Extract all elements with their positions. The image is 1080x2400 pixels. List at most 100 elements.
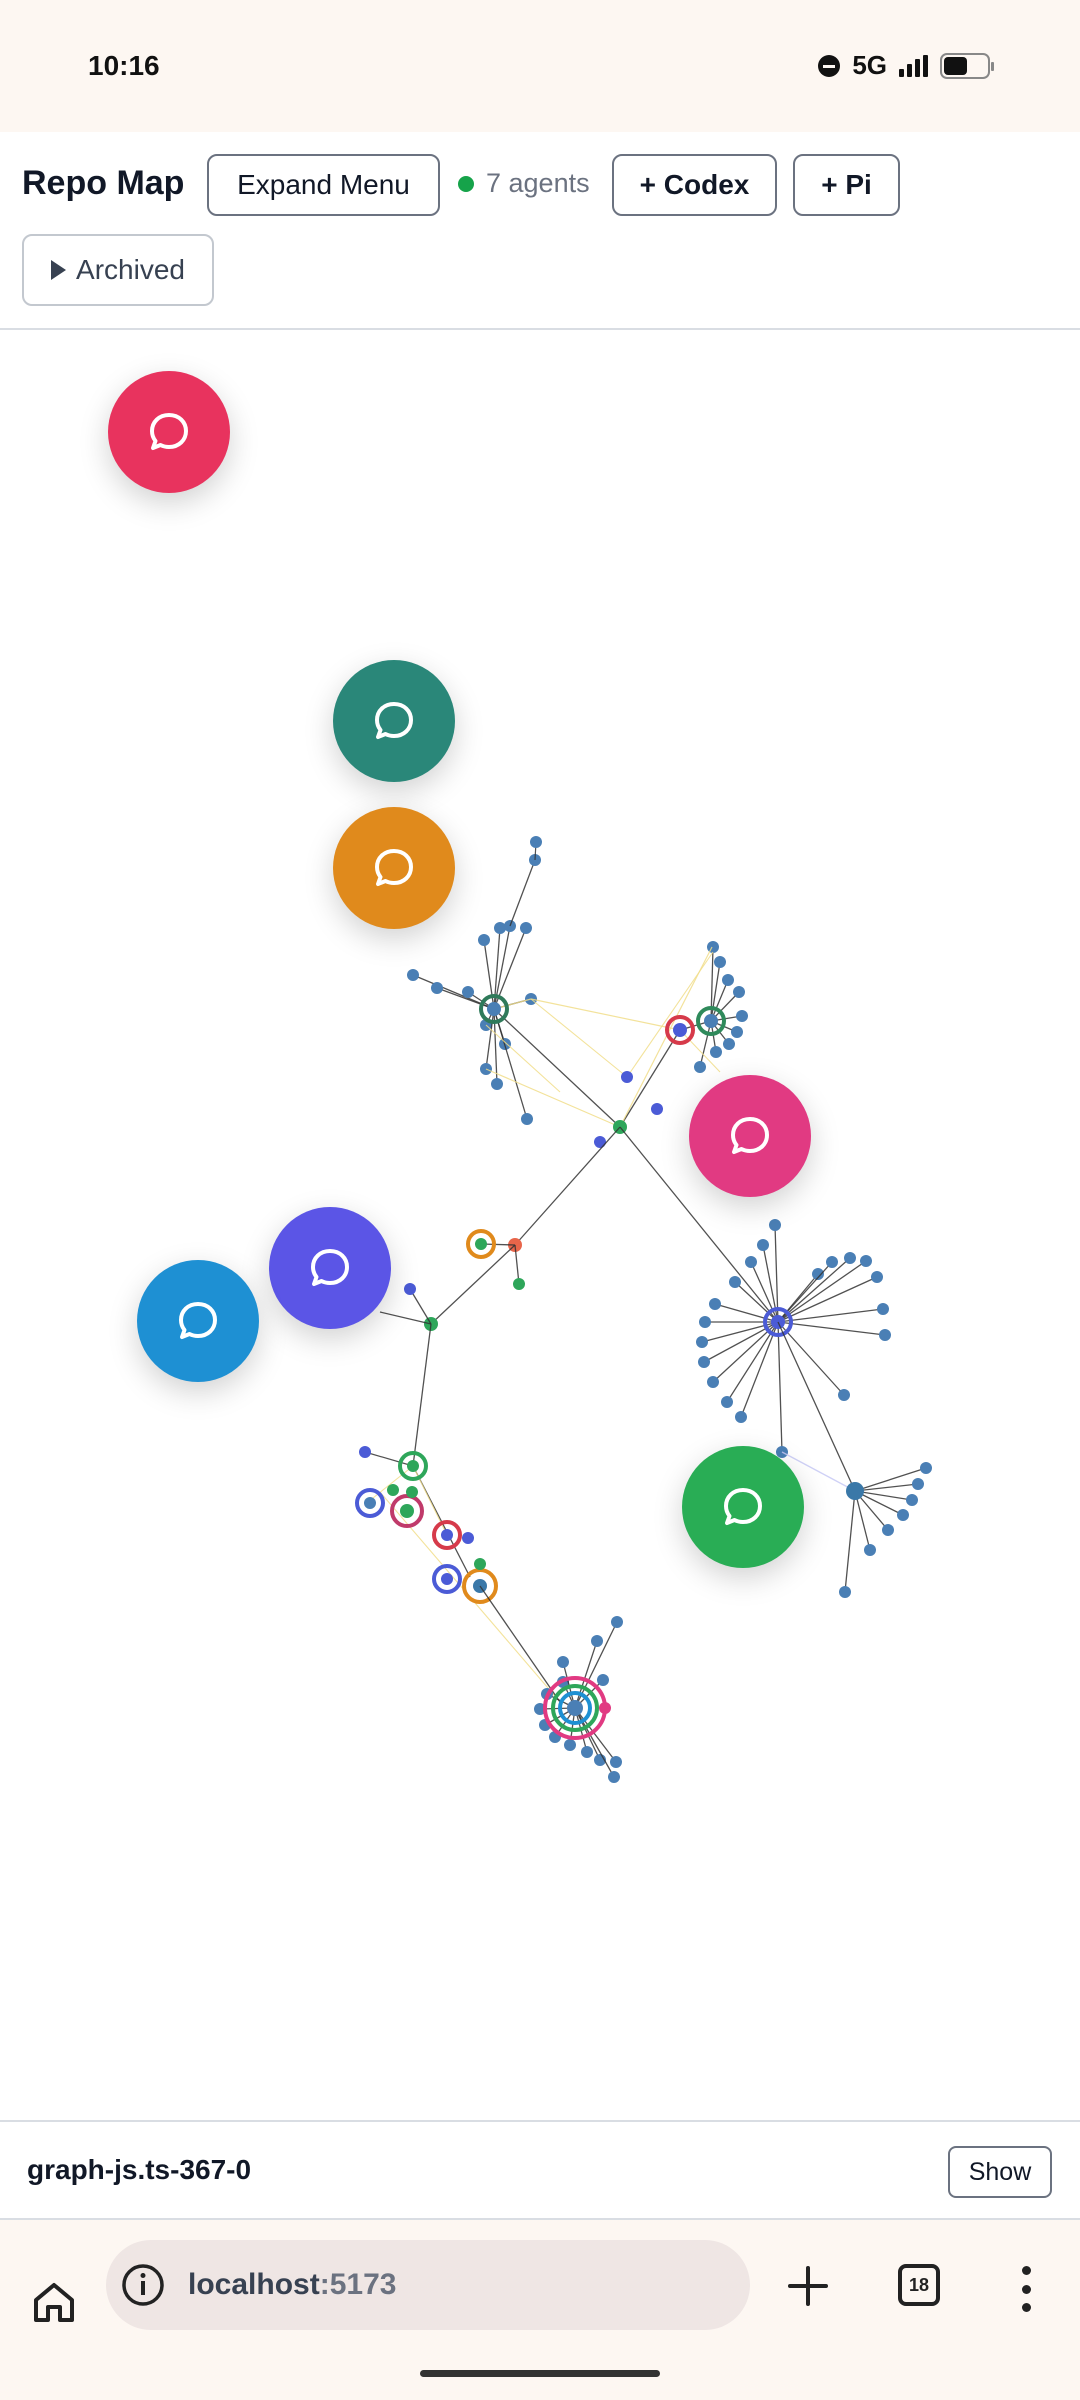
graph-node[interactable] (698, 1356, 710, 1368)
agent-bubble[interactable] (137, 1260, 259, 1382)
agent-file-ring[interactable] (355, 1488, 385, 1518)
graph-node[interactable] (694, 1061, 706, 1073)
graph-node[interactable] (474, 1558, 486, 1570)
graph-node[interactable] (478, 934, 490, 946)
home-icon[interactable] (30, 2278, 78, 2326)
graph-node[interactable] (494, 922, 506, 934)
graph-node[interactable] (707, 941, 719, 953)
graph-node[interactable] (839, 1586, 851, 1598)
graph-node[interactable] (359, 1446, 371, 1458)
agent-file-ring[interactable] (696, 1006, 726, 1036)
graph-node[interactable] (513, 1278, 525, 1290)
graph-node[interactable] (912, 1478, 924, 1490)
graph-node[interactable] (735, 1411, 747, 1423)
add-pi-button[interactable]: + Pi (793, 154, 900, 216)
graph-node[interactable] (699, 1316, 711, 1328)
graph-node[interactable] (387, 1484, 399, 1496)
graph-node[interactable] (431, 982, 443, 994)
graph-node[interactable] (673, 1023, 687, 1037)
graph-node[interactable] (621, 1071, 633, 1083)
graph-node[interactable] (846, 1482, 864, 1500)
graph-node[interactable] (567, 1700, 583, 1716)
graph-node[interactable] (745, 1256, 757, 1268)
graph-node[interactable] (826, 1256, 838, 1268)
graph-node[interactable] (812, 1268, 824, 1280)
graph-node[interactable] (696, 1336, 708, 1348)
graph-node[interactable] (897, 1509, 909, 1521)
graph-node[interactable] (591, 1635, 603, 1647)
graph-node[interactable] (864, 1544, 876, 1556)
agent-bubble[interactable] (333, 660, 455, 782)
graph-node[interactable] (860, 1255, 872, 1267)
graph-node[interactable] (534, 1703, 546, 1715)
repo-graph-canvas[interactable] (0, 332, 1080, 2120)
agent-bubble[interactable] (108, 371, 230, 493)
add-codex-button[interactable]: + Codex (612, 154, 777, 216)
graph-node[interactable] (462, 1532, 474, 1544)
agent-file-ring[interactable] (551, 1684, 599, 1732)
agent-bubble[interactable] (269, 1207, 391, 1329)
agent-file-ring[interactable] (390, 1494, 424, 1528)
show-button[interactable]: Show (948, 2146, 1052, 2198)
graph-node[interactable] (722, 974, 734, 986)
graph-node[interactable] (475, 1238, 487, 1250)
graph-node[interactable] (581, 1746, 593, 1758)
agent-file-ring[interactable] (432, 1564, 462, 1594)
graph-node[interactable] (530, 836, 542, 848)
tabs-count-icon[interactable]: 18 (898, 2264, 940, 2306)
graph-node[interactable] (407, 1460, 419, 1472)
agent-bubble[interactable] (333, 807, 455, 929)
graph-node[interactable] (441, 1529, 453, 1541)
graph-node[interactable] (651, 1103, 663, 1115)
agent-bubble[interactable] (689, 1075, 811, 1197)
graph-node[interactable] (407, 969, 419, 981)
graph-node[interactable] (769, 1219, 781, 1231)
graph-node[interactable] (564, 1739, 576, 1751)
graph-node[interactable] (710, 1046, 722, 1058)
graph-node[interactable] (707, 1376, 719, 1388)
graph-node[interactable] (709, 1298, 721, 1310)
graph-node[interactable] (557, 1656, 569, 1668)
graph-node[interactable] (731, 1026, 743, 1038)
graph-node[interactable] (704, 1014, 718, 1028)
graph-node[interactable] (757, 1239, 769, 1251)
agent-file-ring[interactable] (432, 1520, 462, 1550)
graph-node[interactable] (736, 1010, 748, 1022)
graph-node[interactable] (597, 1674, 609, 1686)
agent-file-ring[interactable] (665, 1015, 695, 1045)
agent-file-ring[interactable] (479, 994, 509, 1024)
graph-node[interactable] (838, 1389, 850, 1401)
graph-node[interactable] (594, 1136, 606, 1148)
agent-file-ring[interactable] (763, 1307, 793, 1337)
new-tab-icon[interactable] (786, 2264, 830, 2308)
graph-node[interactable] (714, 956, 726, 968)
graph-node[interactable] (879, 1329, 891, 1341)
agent-file-ring[interactable] (558, 1691, 592, 1725)
info-icon[interactable] (120, 2262, 166, 2308)
graph-node[interactable] (877, 1303, 889, 1315)
graph-node[interactable] (610, 1756, 622, 1768)
address-bar[interactable]: localhost:5173 (106, 2240, 750, 2330)
graph-node[interactable] (611, 1616, 623, 1628)
graph-node[interactable] (608, 1771, 620, 1783)
graph-node[interactable] (462, 986, 474, 998)
graph-node[interactable] (723, 1038, 735, 1050)
graph-node[interactable] (733, 986, 745, 998)
graph-node[interactable] (400, 1504, 414, 1518)
agent-file-ring[interactable] (466, 1229, 496, 1259)
graph-node[interactable] (364, 1497, 376, 1509)
graph-node[interactable] (882, 1524, 894, 1536)
graph-node[interactable] (487, 1002, 501, 1016)
graph-node[interactable] (906, 1494, 918, 1506)
graph-node[interactable] (721, 1396, 733, 1408)
graph-node[interactable] (844, 1252, 856, 1264)
graph-node[interactable] (441, 1573, 453, 1585)
archived-toggle-button[interactable]: Archived (22, 234, 214, 306)
graph-node[interactable] (521, 1113, 533, 1125)
graph-node[interactable] (491, 1078, 503, 1090)
agent-bubble[interactable] (682, 1446, 804, 1568)
graph-node[interactable] (920, 1462, 932, 1474)
graph-node[interactable] (406, 1486, 418, 1498)
graph-node[interactable] (404, 1283, 416, 1295)
graph-node[interactable] (520, 922, 532, 934)
